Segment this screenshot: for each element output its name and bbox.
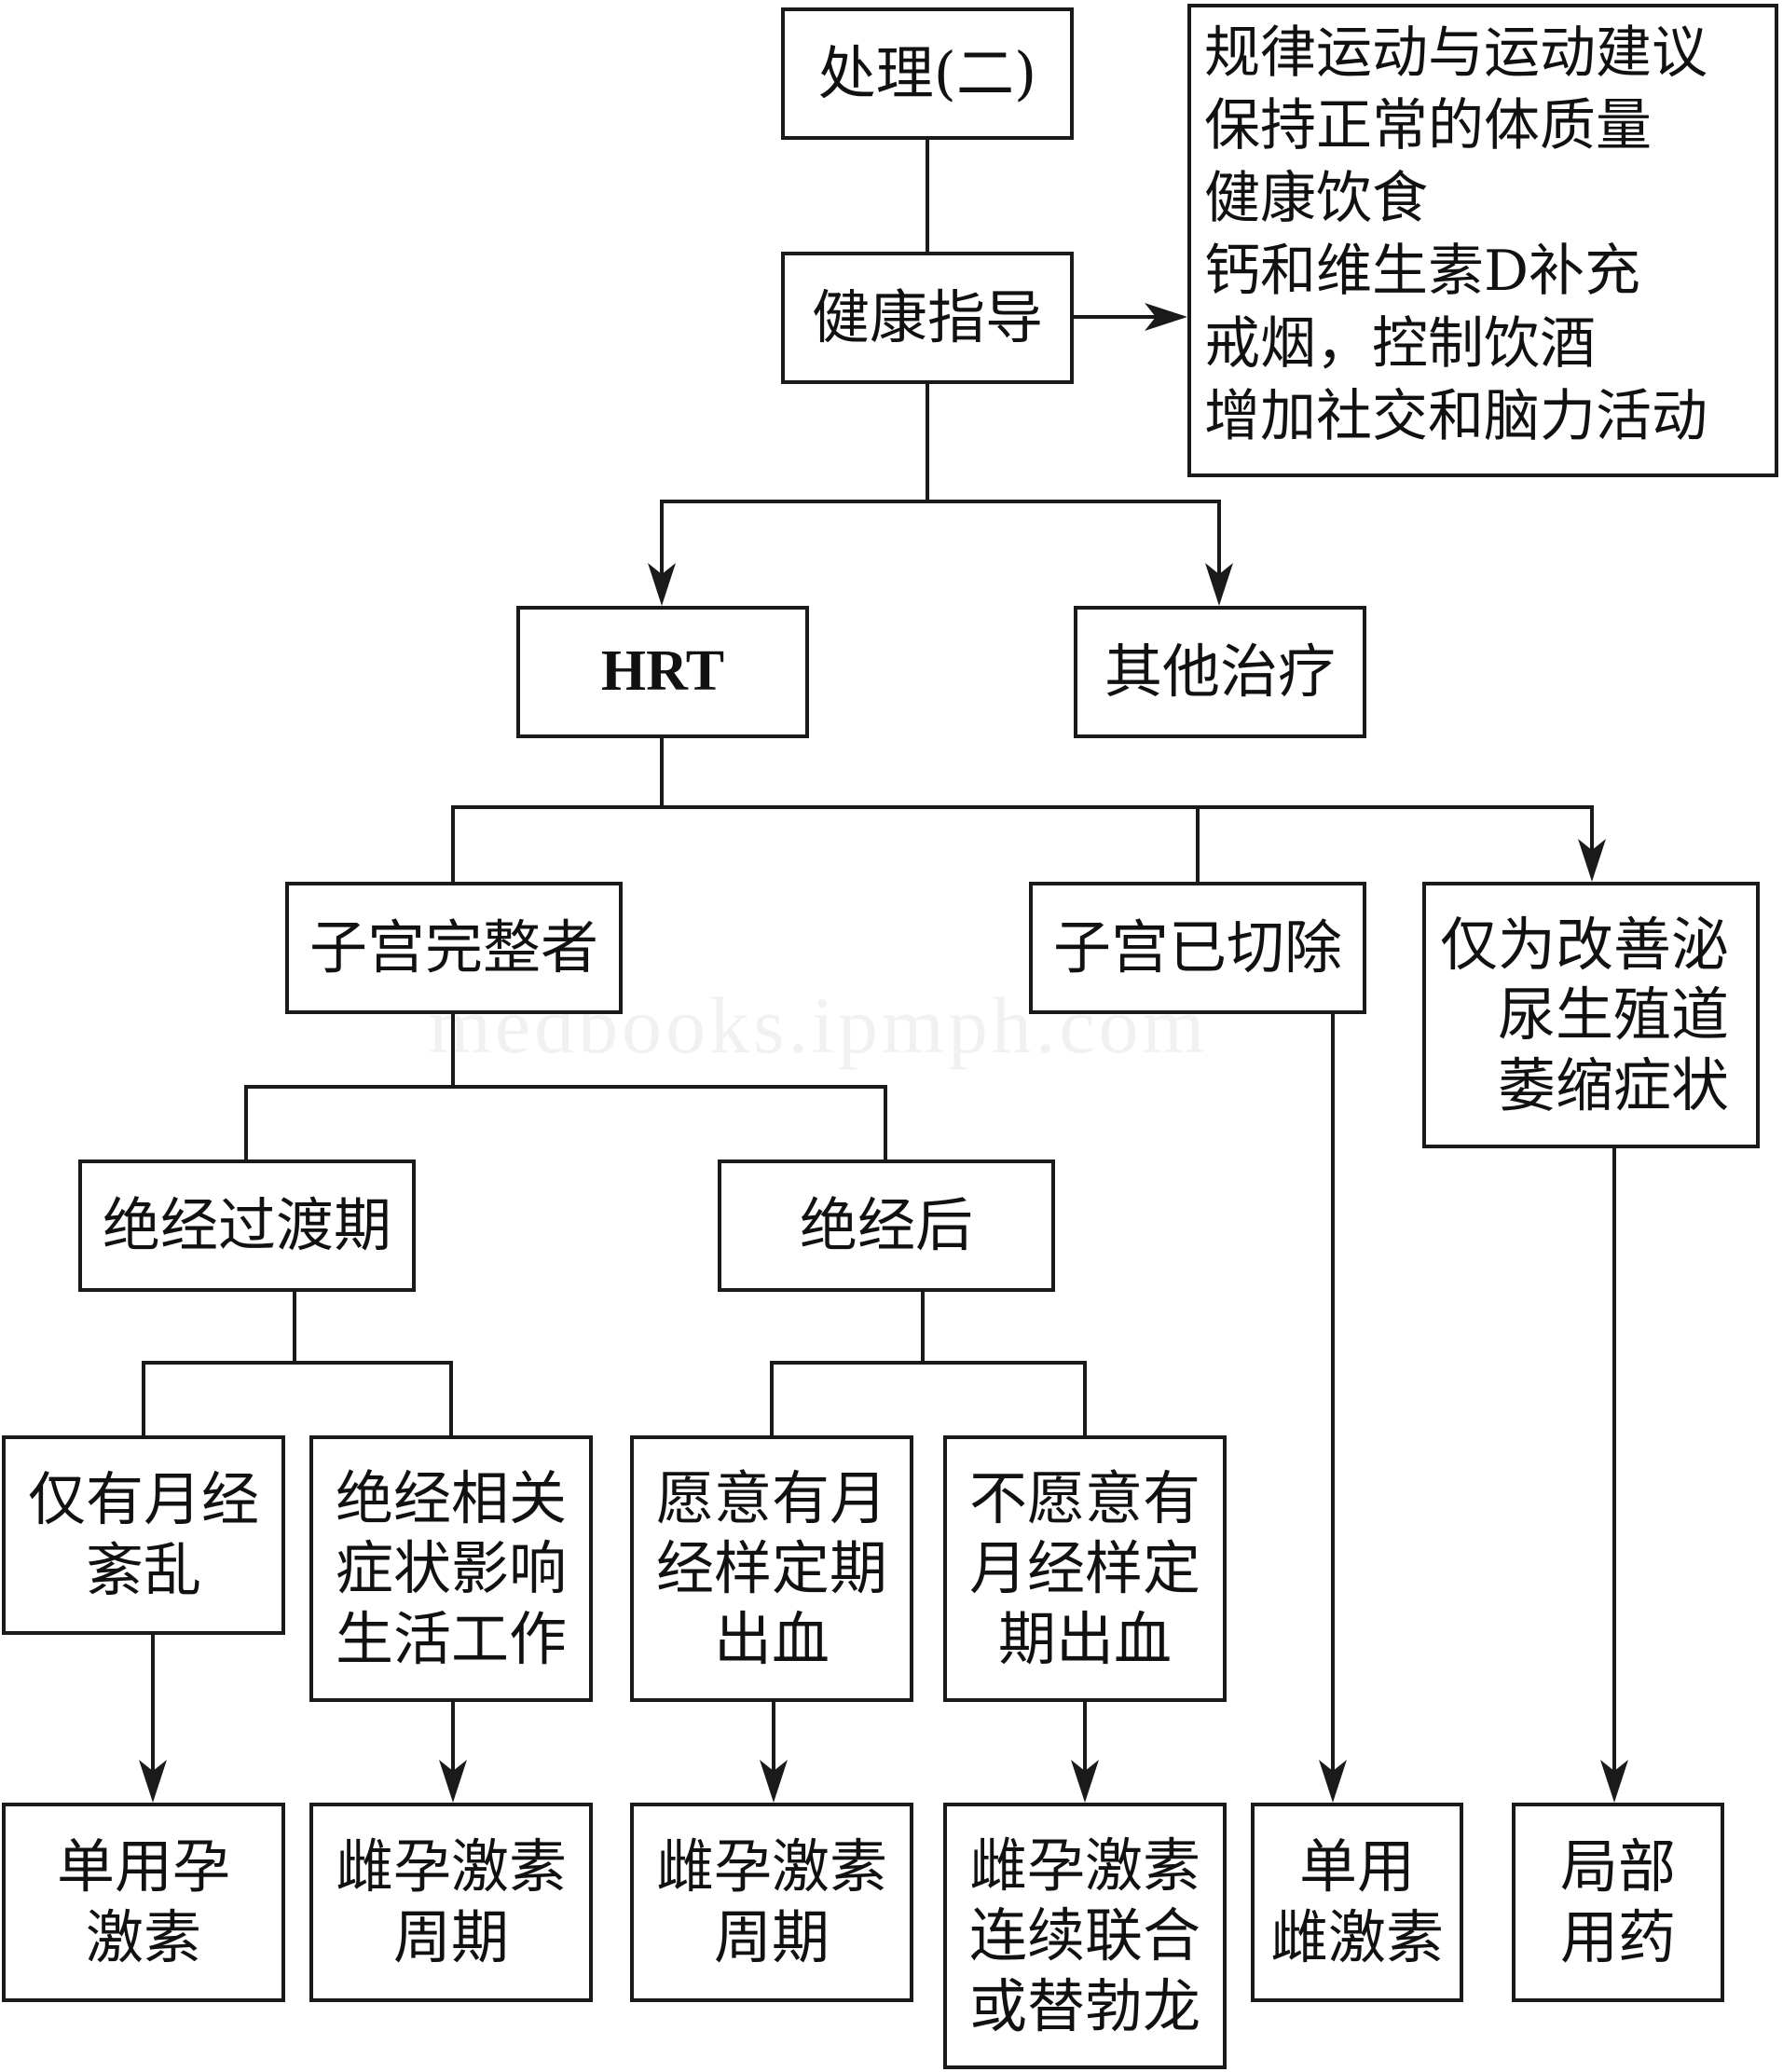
arrowhead-down-icon (1319, 1760, 1347, 1803)
arrowhead-down-icon (648, 563, 676, 606)
node-postmenopause: 绝经后 (718, 1159, 1055, 1292)
node-progestogen-only: 单用孕 激素 (2, 1803, 285, 2002)
node-ep-continuous-or-tibolone: 雌孕激素 连续联合 或替勃龙 (943, 1803, 1227, 2069)
arrowhead-down-icon (1071, 1760, 1099, 1803)
arrowhead-down-icon (1600, 1760, 1628, 1803)
node-ep-cyclic-b: 雌孕激素 周期 (630, 1803, 913, 2002)
node-menstrual-disorder-only: 仅有月经 紊乱 (2, 1435, 285, 1635)
node-ep-cyclic-a: 雌孕激素 周期 (309, 1803, 593, 2002)
arrowhead-down-icon (1205, 563, 1233, 606)
node-advice-list: 规律运动与运动建议 保持正常的体质量 健康饮食 钙和维生素D补充 戒烟，控制饮酒… (1187, 4, 1778, 477)
node-intact-uterus: 子宫完整者 (285, 882, 623, 1014)
node-treatment: 处理(二) (781, 7, 1074, 140)
node-hysterectomy: 子宫已切除 (1029, 882, 1366, 1014)
node-hrt: HRT (516, 606, 809, 738)
node-other-treatment: 其他治疗 (1074, 606, 1366, 738)
arrowhead-down-icon (760, 1760, 788, 1803)
node-health-guidance: 健康指导 (781, 252, 1074, 384)
arrowhead-down-icon (1578, 839, 1606, 882)
node-not-want-bleeding: 不愿意有 月经样定 期出血 (943, 1435, 1227, 1702)
node-perimenopause: 绝经过渡期 (78, 1159, 416, 1292)
node-estrogen-only: 单用 雌激素 (1251, 1803, 1463, 2002)
node-local-medication: 局部 用药 (1512, 1803, 1724, 2002)
node-want-bleeding: 愿意有月 经样定期 出血 (630, 1435, 913, 1702)
node-symptoms-affect-life: 绝经相关 症状影响 生活工作 (309, 1435, 593, 1702)
arrowhead-down-icon (139, 1760, 167, 1803)
arrowhead-right-icon (1145, 303, 1187, 331)
arrowhead-down-icon (439, 1760, 467, 1803)
node-urogenital-only: 仅为改善泌 尿生殖道 萎缩症状 (1422, 882, 1760, 1148)
